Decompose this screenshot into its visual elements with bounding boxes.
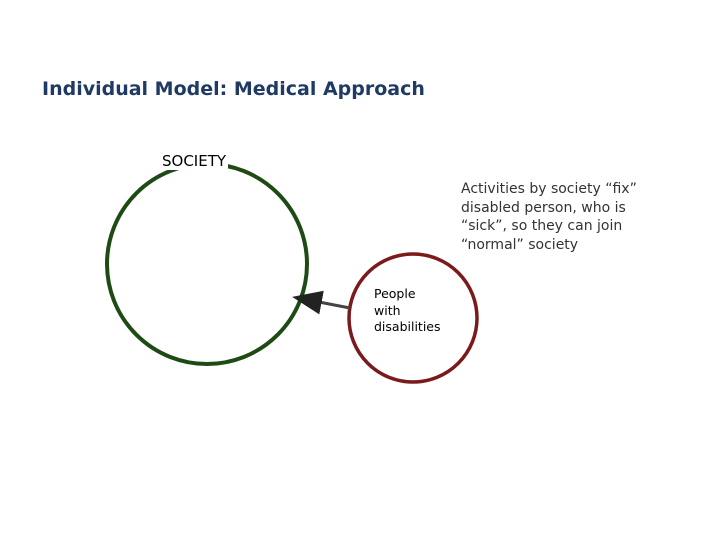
medical-model-annotation: Activities by society “fix” disabled per… bbox=[461, 181, 637, 253]
fix-arrow bbox=[292, 290, 351, 315]
pwd-label-line: with bbox=[374, 302, 401, 318]
person-circle bbox=[347, 252, 479, 384]
people-with-disabilities-label: People with disabilities bbox=[374, 286, 464, 336]
pwd-label-line: disabilities bbox=[374, 319, 441, 334]
society-label: SOCIETY bbox=[160, 152, 229, 170]
slide-title: Individual Model: Medical Approach bbox=[42, 78, 425, 100]
pwd-label-line: People bbox=[374, 286, 416, 301]
society-circle bbox=[105, 162, 309, 366]
